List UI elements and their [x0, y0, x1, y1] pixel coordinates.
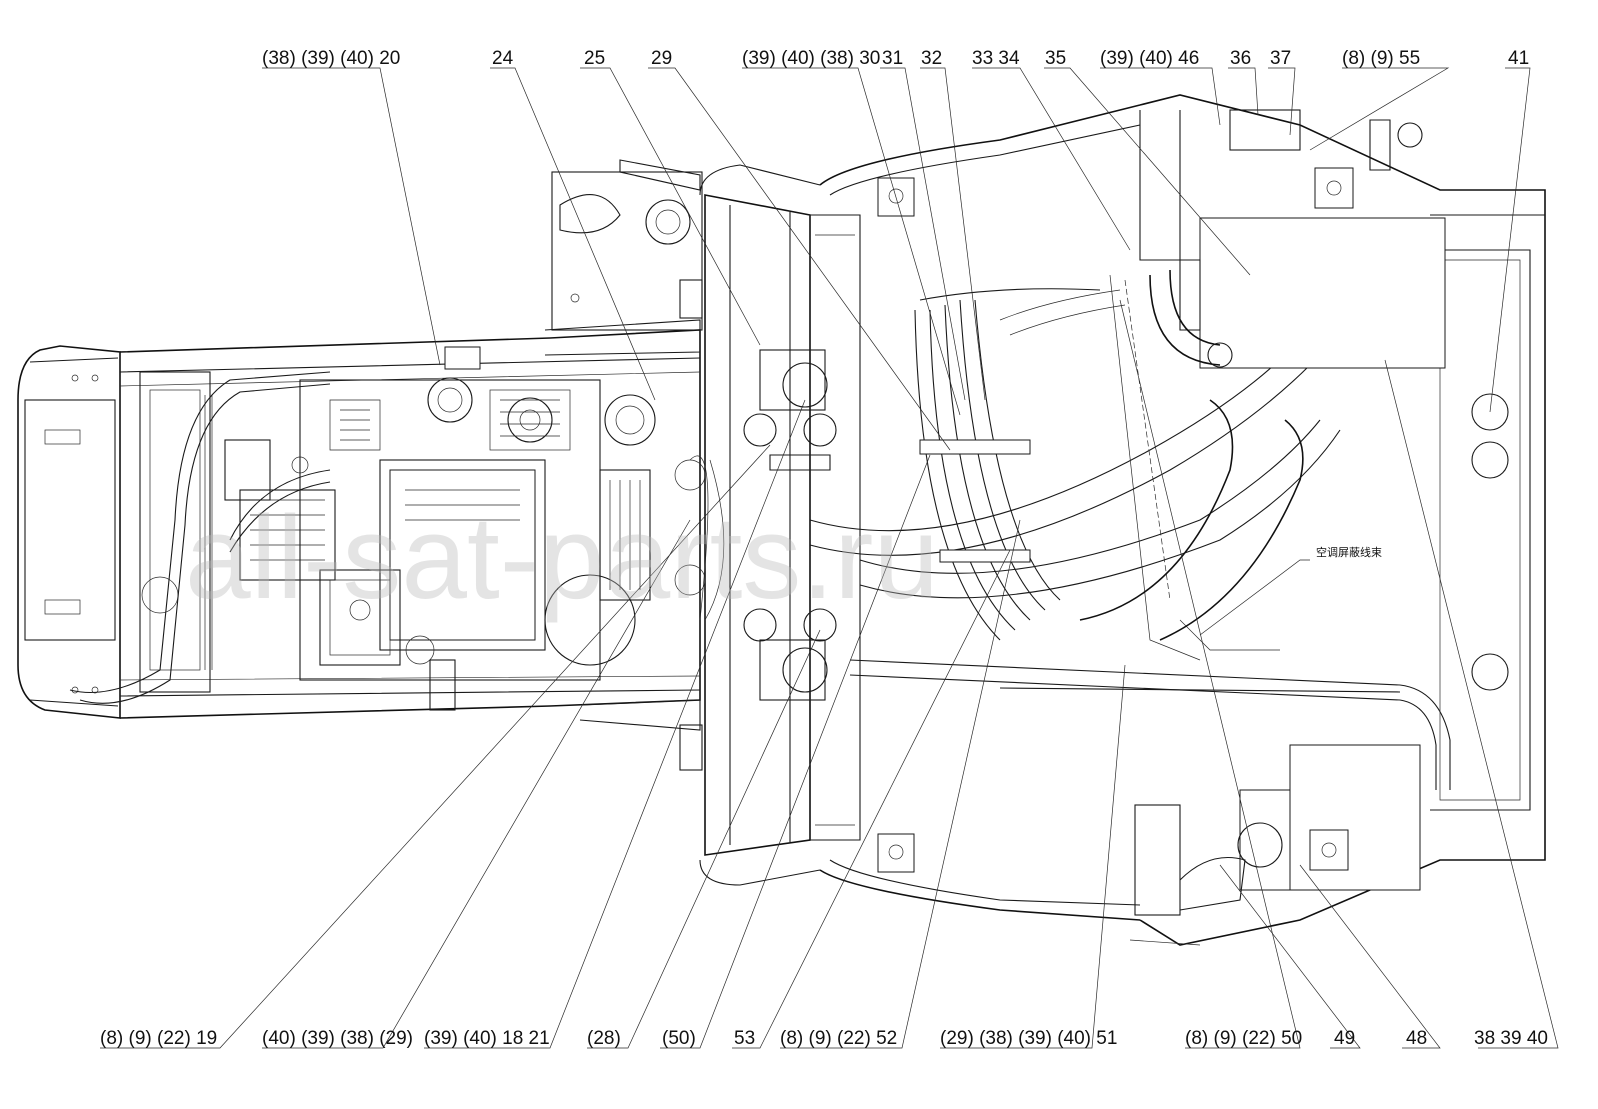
callout-29: 29: [651, 48, 672, 69]
callout-50-paren: (50): [662, 1028, 696, 1049]
harness-note: 空调屏蔽线束: [1316, 545, 1382, 559]
callout-32: 32: [921, 48, 942, 69]
callout-35: 35: [1045, 48, 1066, 69]
callout-24: 24: [492, 48, 514, 69]
callout-51: (29) (38) (39) (40) 51: [940, 1028, 1117, 1049]
callout-20: (38) (39) (40) 20: [262, 48, 400, 69]
callout-50: (8) (9) (22) 50: [1185, 1028, 1302, 1049]
callout-25: 25: [584, 48, 605, 69]
leader-lines: [100, 67, 1559, 1049]
callout-38-39-40: 38 39 40: [1474, 1028, 1548, 1049]
callout-29-bottom: (40) (39) (38) (29): [262, 1028, 413, 1049]
ac-duct-harness: [809, 274, 1451, 790]
callout-37: 37: [1270, 48, 1291, 69]
callout-19: (8) (9) (22) 19: [100, 1028, 217, 1049]
callouts-top: (38) (39) (40) 20 24 25 29 (39) (40) (38…: [262, 48, 1529, 69]
callout-31: 31: [882, 48, 903, 69]
callout-21: (39) (40) 18 21: [424, 1028, 550, 1049]
callout-52: (8) (9) (22) 52: [780, 1028, 897, 1049]
callout-36: 36: [1230, 48, 1251, 69]
callout-28: (28): [587, 1028, 621, 1049]
callout-48: 48: [1406, 1028, 1427, 1049]
callout-55: (8) (9) 55: [1342, 48, 1420, 69]
callout-46: (39) (40) 46: [1100, 48, 1199, 69]
callout-53: 53: [734, 1028, 755, 1049]
callout-30: (39) (40) (38) 30: [742, 48, 880, 69]
engine-assembly: [299, 346, 656, 711]
engine-deck-frame: [69, 329, 701, 719]
callout-33-34: 33 34: [972, 48, 1020, 69]
watermark: all-sat-parts.ru: [185, 492, 939, 624]
rear-counterweight-frame: [17, 345, 121, 719]
callout-49: 49: [1334, 1028, 1355, 1049]
cab-and-ac-unit: [1079, 94, 1546, 946]
callouts-bottom: (8) (9) (22) 19 (40) (39) (38) (29) (39)…: [100, 1028, 1548, 1049]
callout-41: 41: [1508, 48, 1529, 69]
